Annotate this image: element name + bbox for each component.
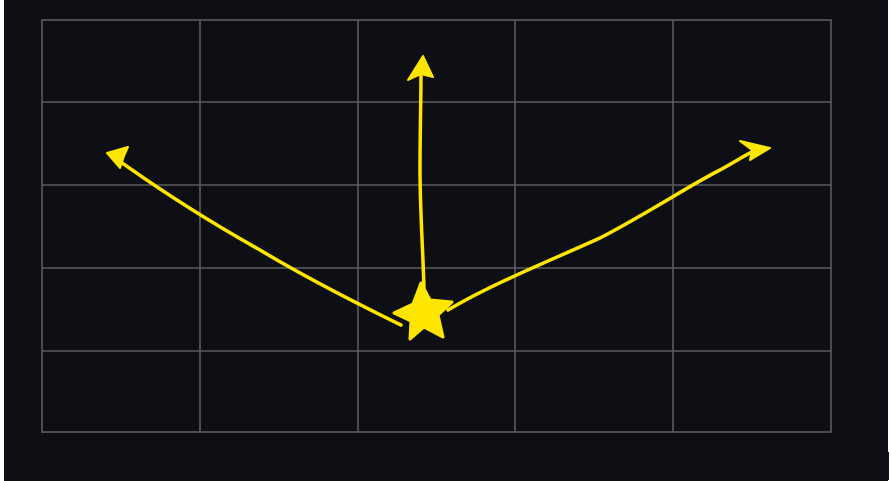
arrow-up-shaft — [418, 68, 426, 292]
star-shape — [392, 281, 454, 341]
arrow-right-head — [739, 140, 771, 161]
arrow-left-shaft — [116, 158, 403, 327]
arrow-left-head — [106, 146, 129, 169]
arrow-right[interactable] — [446, 140, 771, 312]
arrow-right-shaft — [446, 150, 754, 312]
arrow-up-head — [407, 55, 434, 81]
arrow-left[interactable] — [106, 146, 403, 327]
grid-border — [41, 19, 832, 433]
star[interactable] — [392, 281, 454, 341]
arrow-up[interactable] — [407, 55, 434, 292]
drawing-canvas[interactable] — [4, 0, 888, 481]
grid — [41, 19, 832, 433]
window-edge-divider — [887, 452, 889, 480]
